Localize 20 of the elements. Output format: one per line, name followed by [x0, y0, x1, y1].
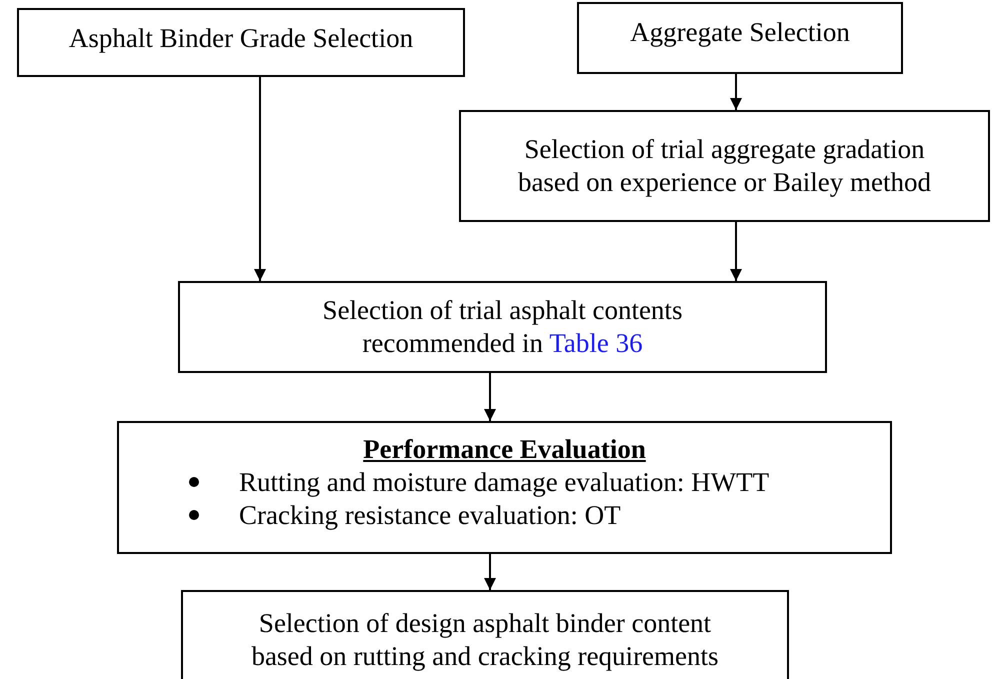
arrow: [484, 554, 496, 590]
arrow: [730, 74, 742, 110]
bullet-item: Rutting and moisture damage evaluation: HWTT: [239, 466, 770, 499]
table-link: Table 36: [549, 328, 643, 358]
box-text: Selection of trial aggregate gradation based on experience or Bailey method: [516, 133, 932, 199]
bullet-item: Cracking resistance evaluation: OT: [239, 498, 621, 532]
box-text: Aggregate Selection: [629, 16, 851, 49]
process-box: [577, 2, 903, 74]
box-text: Selection of design asphalt binder content based on rutting and cracking requirements: [250, 607, 720, 673]
box-text: Asphalt Binder Grade Selection: [68, 22, 414, 55]
process-box: [178, 281, 827, 373]
arrow: [254, 77, 266, 281]
process-box: [17, 8, 465, 77]
process-box: [459, 110, 990, 222]
arrow: [484, 373, 496, 421]
process-box: [181, 590, 789, 679]
arrow: [730, 222, 742, 281]
box-text: Selection of trial asphalt contents recommended in Table 36: [322, 294, 684, 360]
box-heading: Performance Evaluation: [363, 433, 646, 466]
process-box: [117, 421, 892, 554]
